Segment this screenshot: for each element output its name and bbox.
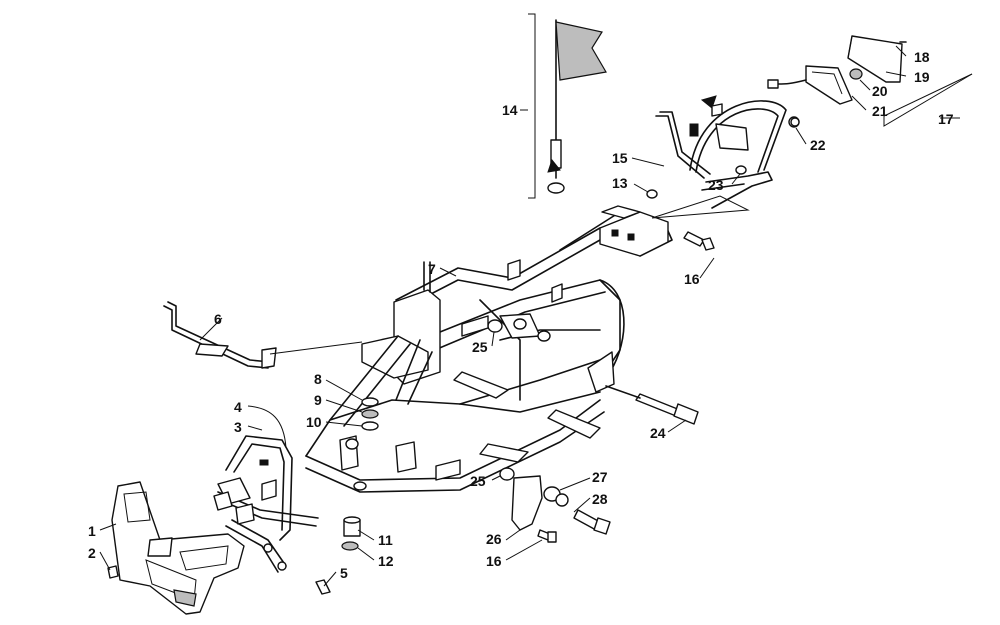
callout-labels: 1 2 3 4 5 6 7 8 9 10 11 12 13 14 15 16 1…: [88, 49, 954, 581]
callout-9: 9: [314, 392, 322, 408]
callout-4: 4: [234, 399, 242, 415]
callout-2: 2: [88, 545, 96, 561]
callout-19: 19: [914, 69, 930, 85]
callout-12: 12: [378, 553, 394, 569]
callout-24: 24: [650, 425, 666, 441]
callout-25-upper: 25: [472, 339, 488, 355]
callout-13: 13: [612, 175, 628, 191]
callout-14: 14: [502, 102, 518, 118]
callout-15: 15: [612, 150, 628, 166]
callout-26: 26: [486, 531, 502, 547]
rear-rack: [651, 95, 787, 219]
hardware: [107, 117, 800, 595]
front-bumper: [111, 481, 245, 615]
callout-1: 1: [88, 523, 96, 539]
callout-23: 23: [708, 177, 724, 193]
callout-25-lower: 25: [470, 473, 486, 489]
callout-21: 21: [872, 103, 888, 119]
callout-17: 17: [938, 111, 954, 127]
callout-10: 10: [306, 414, 322, 430]
callout-20: 20: [872, 83, 888, 99]
callout-16-lower: 16: [486, 553, 502, 569]
callout-28: 28: [592, 491, 608, 507]
callout-18: 18: [914, 49, 930, 65]
main-frame: [305, 205, 673, 493]
flag-assembly: [520, 13, 607, 199]
callout-7: 7: [428, 261, 436, 277]
callout-8: 8: [314, 371, 322, 387]
callout-11: 11: [378, 532, 393, 548]
callout-5: 5: [340, 565, 348, 581]
leader-lines: [99, 45, 960, 587]
callout-16-upper: 16: [684, 271, 700, 287]
callout-22: 22: [810, 137, 826, 153]
callout-6: 6: [214, 311, 222, 327]
callout-27: 27: [592, 469, 608, 485]
bracket-6: [163, 301, 363, 369]
callout-3: 3: [234, 419, 242, 435]
